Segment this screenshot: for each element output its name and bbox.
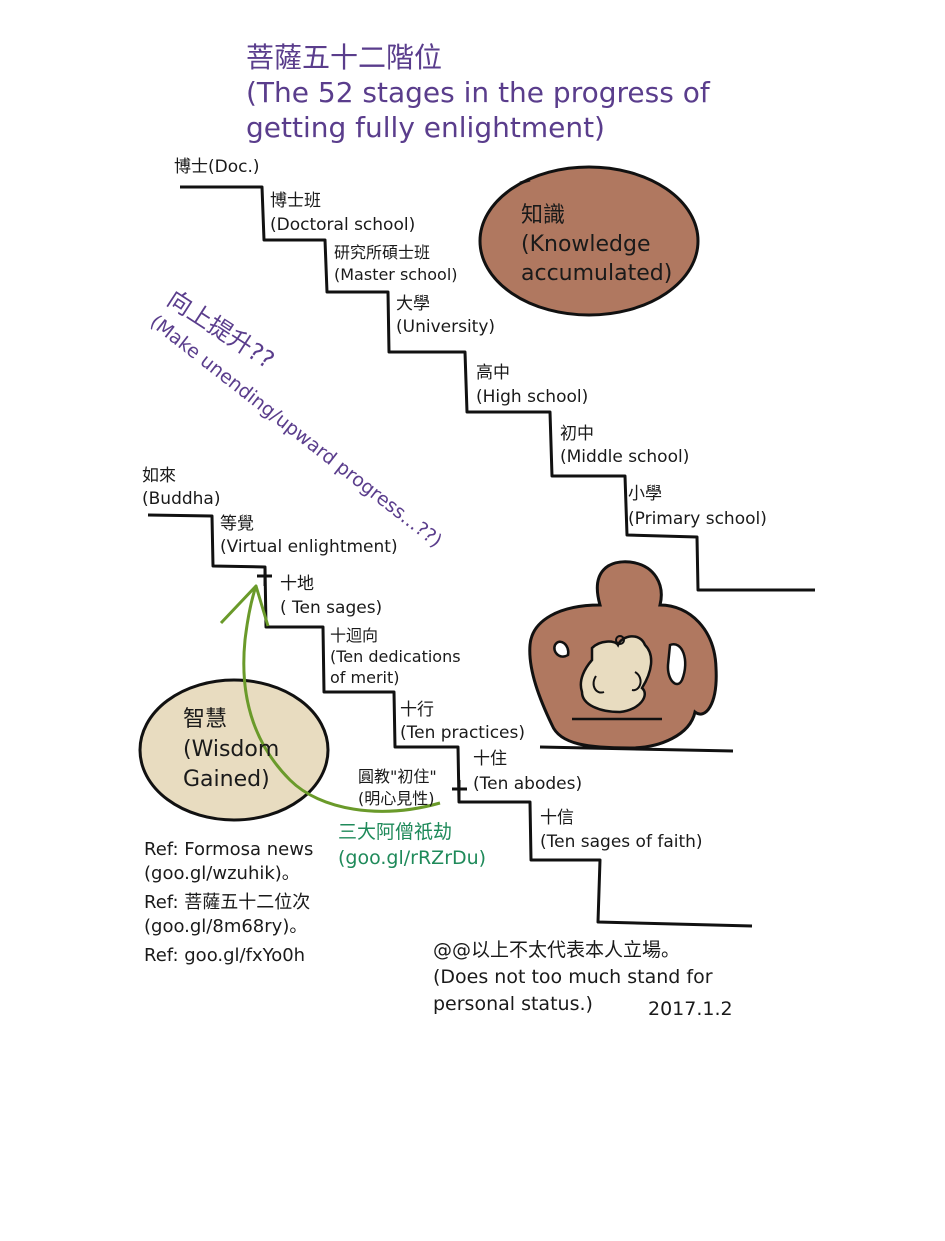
- label-mingxin: (明心見性): [358, 789, 435, 808]
- kalpa-zh: 三大阿僧祇劫: [338, 821, 453, 843]
- knowledge-staircase: [180, 185, 815, 592]
- kalpa-link[interactable]: (goo.gl/rRZrDu): [338, 847, 487, 869]
- label-dedications-zh: 十迴向: [330, 626, 379, 645]
- wisdom-blob-en1: (Wisdom: [183, 737, 280, 762]
- label-dedications-en1: (Ten dedications: [330, 647, 461, 666]
- knowledge-blob-en2: accumulated): [521, 261, 673, 286]
- disclaimer-en2: personal status.): [433, 993, 593, 1015]
- title-en-line2: getting fully enlightment): [246, 111, 605, 144]
- label-dedications-en2: of merit): [330, 668, 400, 687]
- label-virtual-zh: 等覺: [220, 514, 254, 534]
- label-master-en: (Master school): [334, 265, 458, 284]
- label-middle-en: (Middle school): [560, 447, 690, 467]
- label-abodes-zh: 十住: [473, 749, 507, 769]
- knowledge-blob: [478, 165, 700, 317]
- label-faith-en: (Ten sages of faith): [540, 832, 703, 852]
- knowledge-blob-en1: (Knowledge: [521, 232, 651, 257]
- knowledge-blob-zh: 知識: [521, 203, 566, 228]
- ref-stages-link[interactable]: (goo.gl/8m68ry)。: [144, 916, 308, 937]
- title-en-line1: (The 52 stages in the progress of: [246, 76, 710, 109]
- progress-arrow: [242, 585, 441, 813]
- label-doctoral-en: (Doctoral school): [270, 215, 416, 235]
- label-university-zh: 大學: [396, 294, 430, 314]
- wisdom-staircase: [147, 513, 753, 928]
- label-buddha-en: (Buddha): [142, 489, 221, 509]
- label-sages-zh: 十地: [280, 574, 314, 594]
- label-primary-en: (Primary school): [628, 509, 767, 529]
- label-university-en: (University): [396, 317, 496, 337]
- label-virtual-en: (Virtual enlightment): [220, 537, 398, 557]
- label-sages-en: ( Ten sages): [280, 598, 383, 618]
- disclaimer-en1: (Does not too much stand for: [433, 966, 713, 988]
- buddha-figure: [528, 560, 734, 753]
- ref-stages: Ref: 菩薩五十二位次: [144, 892, 311, 913]
- wisdom-blob-zh: 智慧: [183, 707, 228, 732]
- label-yuanjiao: 圓教"初住": [358, 767, 437, 786]
- label-high-zh: 高中: [476, 363, 510, 383]
- label-primary-zh: 小學: [628, 484, 662, 504]
- label-practices-zh: 十行: [400, 700, 434, 720]
- label-faith-zh: 十信: [540, 808, 574, 828]
- ref-formosa-link[interactable]: (goo.gl/wzuhik)。: [144, 863, 300, 884]
- date-stamp: 2017.1.2: [648, 998, 733, 1020]
- label-middle-zh: 初中: [560, 424, 594, 444]
- label-doctoral-zh: 博士班: [270, 191, 321, 211]
- label-doc: 博士(Doc.): [174, 157, 260, 177]
- label-practices-en: (Ten practices): [400, 723, 525, 743]
- label-high-en: (High school): [476, 387, 589, 407]
- label-master-zh: 研究所碩士班: [334, 243, 431, 262]
- label-buddha-zh: 如來: [142, 466, 176, 486]
- label-abodes-en: (Ten abodes): [473, 774, 583, 794]
- disclaimer-zh: @@以上不太代表本人立場。: [433, 939, 681, 961]
- wisdom-blob: [138, 678, 330, 822]
- ref-formosa: Ref: Formosa news: [144, 839, 314, 860]
- wisdom-blob-en2: Gained): [183, 767, 270, 792]
- title-zh: 菩薩五十二階位: [246, 41, 443, 74]
- ref-third-link[interactable]: Ref: goo.gl/fxYo0h: [144, 945, 306, 966]
